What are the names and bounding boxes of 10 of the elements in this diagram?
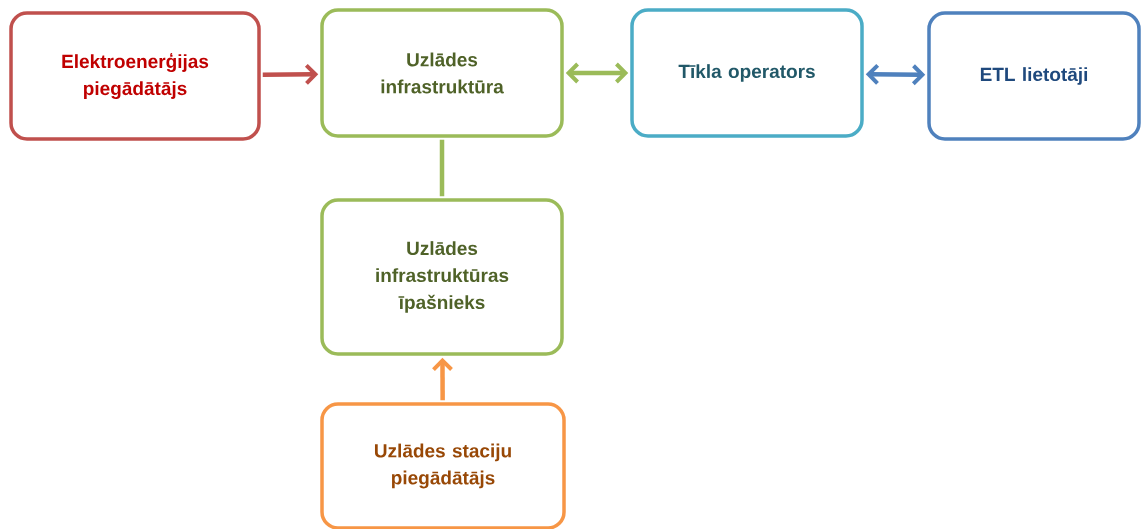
arrow xyxy=(262,63,319,85)
process-box: Uzlādes staciju piegādātājs xyxy=(320,402,566,529)
arrow xyxy=(565,62,629,84)
process-box: Uzlādes infrastruktūras īpašnieks xyxy=(320,198,564,356)
process-box: Tīkla operators xyxy=(630,8,864,138)
process-box: Elektroenerģijas piegādātājs xyxy=(9,11,261,141)
process-box: Uzlādes infrastruktūra xyxy=(320,8,564,138)
arrow xyxy=(865,63,926,86)
arrow xyxy=(432,357,453,401)
process-box: ETL lietotāji xyxy=(927,11,1141,141)
